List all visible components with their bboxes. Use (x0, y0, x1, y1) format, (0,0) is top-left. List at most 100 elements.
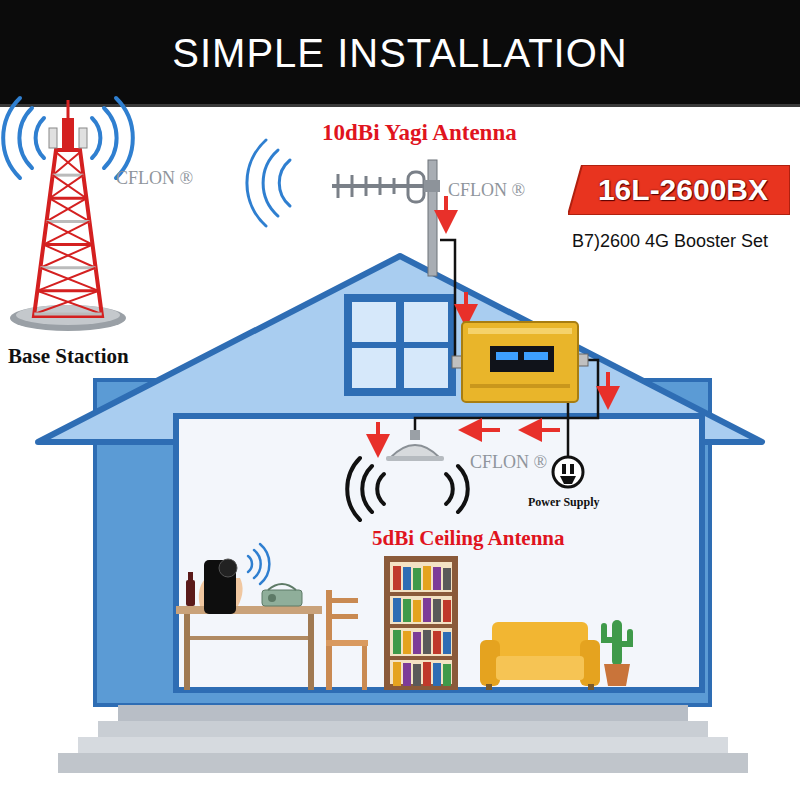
desk-part (176, 606, 322, 614)
tower-label: Base Staction (8, 344, 129, 368)
sofa-part (486, 684, 492, 690)
bookshelf-part-part (423, 566, 431, 590)
bookshelf (384, 556, 458, 690)
power-plug-part (553, 457, 583, 487)
signal-booster-part (470, 384, 570, 388)
watermark: CFLON ® (470, 452, 547, 473)
yagi-antenna-part-part (365, 176, 368, 196)
ceiling-signal-waves-part (377, 474, 384, 504)
yagi-antenna-part (408, 172, 424, 202)
phone-wifi-waves-part (254, 550, 261, 578)
bookshelf-part-part (413, 664, 421, 686)
phone-in-hand-part (219, 559, 237, 577)
signal-booster-part (524, 352, 548, 360)
tower-signal-waves (3, 98, 133, 178)
bookshelf-part-part (443, 568, 451, 590)
bookshelf-part-part (393, 566, 401, 590)
cactus-part (622, 632, 630, 644)
base-station-tower-part (50, 197, 87, 200)
yagi-signal-waves (247, 140, 290, 226)
power-label: Power Supply (528, 496, 599, 510)
bookshelf-part-part (433, 663, 441, 686)
chair-part (326, 614, 358, 619)
tower-signal-waves-part (19, 108, 32, 168)
yagi-antenna-part-part (393, 178, 396, 194)
yagi-antenna-part-part (337, 174, 340, 198)
phone-wifi-waves-part (260, 544, 269, 584)
house-window-part (352, 302, 396, 342)
bookshelf-part-part (403, 631, 411, 654)
radio-part (268, 594, 276, 602)
house-window (344, 294, 456, 396)
base-station-tower-part (43, 245, 95, 268)
wine-bottle-part (188, 572, 193, 581)
signal-booster-part (468, 328, 572, 334)
product-caption: B7)2600 4G Booster Set (572, 231, 768, 252)
bookshelf-part (390, 656, 452, 660)
base-station-tower-part (47, 221, 93, 244)
signal-booster (452, 322, 588, 402)
house-steps-part (78, 737, 728, 753)
banner-fill (568, 165, 790, 215)
tower-signal-waves-part (116, 98, 133, 178)
base-station-tower-part (53, 152, 81, 175)
power-plug (553, 457, 583, 487)
house-window-part (404, 348, 448, 388)
base-station-tower-part (40, 245, 92, 268)
yagi-antenna-part-part (351, 175, 354, 197)
desk-part (308, 614, 314, 690)
cactus-part (604, 664, 630, 686)
base-station-tower-part (34, 313, 101, 316)
signal-flow-arrows-part (376, 422, 380, 446)
bookshelf-part-part (413, 632, 421, 654)
yagi-antenna-part (428, 160, 437, 276)
base-station-tower (10, 100, 126, 331)
ceiling-antenna (386, 430, 444, 461)
model-banner: 16L-2600BX (568, 165, 790, 215)
yagi-antenna-part-part (379, 177, 382, 195)
base-station-tower-part (53, 174, 84, 177)
cactus-part (604, 626, 612, 640)
sofa-part (492, 622, 588, 660)
base-station-tower-part (34, 150, 102, 316)
base-station-tower-part (67, 100, 70, 120)
phone-wifi-waves (248, 544, 269, 584)
base-station-tower-part (16, 305, 120, 325)
sofa-part (588, 684, 594, 690)
base-station-tower-part (40, 268, 98, 291)
house-window-part (344, 294, 456, 396)
watermark: CFLON ® (448, 180, 525, 201)
watermark: CFLON ® (116, 168, 193, 189)
base-station-tower-part (50, 175, 84, 198)
house-steps-part (98, 721, 708, 737)
base-station-tower-part (56, 152, 84, 175)
bookshelf-part-part (433, 599, 441, 622)
base-station-tower-part (47, 198, 87, 221)
base-station-tower-part (43, 243, 92, 246)
ceiling-signal-waves-part (446, 474, 453, 504)
signal-flow-arrows-part (530, 428, 560, 432)
radio-part (268, 584, 296, 590)
radio-part (262, 590, 302, 606)
title-band-part (0, 0, 800, 106)
ceiling-antenna-part (410, 430, 420, 440)
model-number: 16L-2600BX (576, 173, 790, 207)
house-part (95, 380, 710, 705)
bookshelf-part-part (393, 598, 401, 622)
ceiling-antenna-part (386, 456, 444, 461)
bookshelf-part-part (403, 663, 411, 686)
antenna-label: 5dBi Ceiling Antenna (372, 526, 565, 550)
ceiling-signal-waves (347, 458, 468, 520)
bookshelf-part-part (433, 631, 441, 654)
yagi-antenna-part (338, 174, 394, 198)
base-station-tower-part (37, 289, 98, 292)
signal-flow-arrows-part (606, 372, 610, 398)
bookshelf-part-part (393, 630, 401, 654)
yagi-signal-waves-part (263, 150, 278, 216)
signal-booster-part (462, 322, 578, 402)
base-station-tower-part (79, 128, 87, 148)
wine-bottle-part (186, 580, 195, 606)
chair (326, 590, 368, 690)
bookshelf-part-part (403, 599, 411, 622)
radio (262, 584, 302, 606)
